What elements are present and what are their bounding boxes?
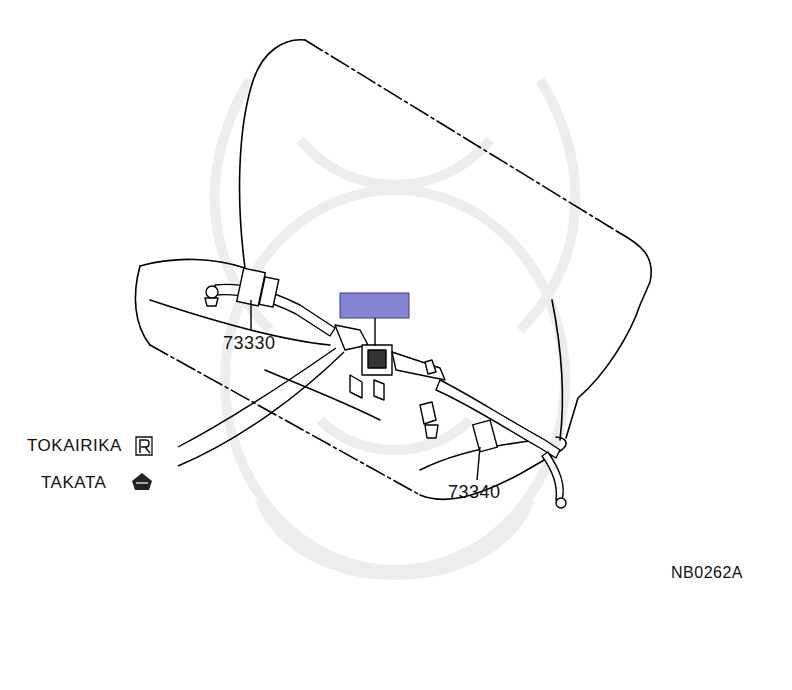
figure-code: NB0262A xyxy=(671,565,743,581)
callout-number: 73330 xyxy=(223,334,276,352)
maker-name: TAKATA xyxy=(41,474,106,491)
seat-outline xyxy=(135,40,651,500)
callout-number: 73340 xyxy=(448,483,501,501)
maker-symbols xyxy=(132,437,152,490)
belt-hardware xyxy=(205,268,566,508)
leader-lines xyxy=(178,300,480,480)
maker-name: TOKAIRIKA xyxy=(27,437,122,454)
watermark xyxy=(215,80,576,575)
highlight-panel xyxy=(340,293,409,318)
